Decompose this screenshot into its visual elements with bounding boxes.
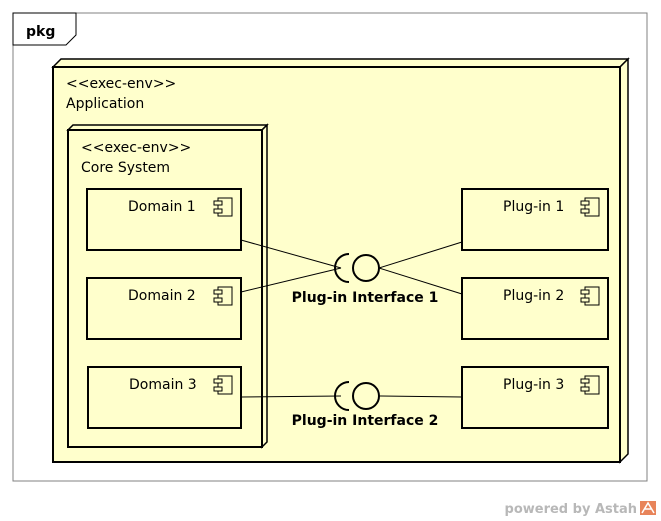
connector-domain2-interface1 [240, 267, 342, 293]
plugin-interface-2-label: Plug-in Interface 2 [292, 413, 439, 429]
connector-interface1-plugin1 [378, 241, 463, 269]
domain-1-component[interactable]: Domain 1 [86, 188, 242, 251]
powered-by-text: powered by Astah [505, 502, 637, 517]
plugin-interface-1-label: Plug-in Interface 1 [292, 290, 439, 306]
component-icon [213, 375, 233, 395]
connector-domain1-interface1 [240, 239, 342, 269]
plugin-2-component[interactable]: Plug-in 2 [461, 277, 609, 340]
frame-tab [12, 12, 77, 46]
component-icon [213, 197, 233, 217]
application-stereotype: <<exec-env>> [66, 76, 176, 92]
application-name: Application [66, 96, 144, 112]
plugin-interface-1[interactable]: Plug-in Interface 1 [292, 253, 439, 306]
socket-icon [334, 253, 350, 283]
component-icon [580, 197, 600, 217]
domain-2-component[interactable]: Domain 2 [86, 277, 242, 340]
core-system-stereotype: <<exec-env>> [81, 140, 191, 156]
core-system-name: Core System [81, 160, 170, 176]
connector-interface1-plugin2 [378, 267, 463, 295]
component-icon [580, 286, 600, 306]
astah-logo-icon [640, 501, 656, 515]
domain-3-component[interactable]: Domain 3 [87, 366, 242, 429]
plugin-1-component[interactable]: Plug-in 1 [461, 188, 609, 251]
ball-icon [352, 254, 380, 282]
connector-interface2-plugin3 [378, 395, 463, 398]
domain-2-label: Domain 2 [128, 288, 196, 304]
domain-1-label: Domain 1 [128, 199, 196, 215]
plugin-1-label: Plug-in 1 [503, 199, 564, 215]
socket-icon [334, 381, 350, 411]
component-icon [213, 286, 233, 306]
plugin-3-component[interactable]: Plug-in 3 [461, 366, 609, 429]
component-icon [580, 375, 600, 395]
ball-icon [352, 382, 380, 410]
frame-label: pkg [26, 24, 55, 40]
plugin-2-label: Plug-in 2 [503, 288, 564, 304]
domain-3-label: Domain 3 [129, 377, 197, 393]
connector-domain3-interface2 [240, 395, 342, 398]
plugin-interface-2[interactable]: Plug-in Interface 2 [292, 381, 439, 429]
plugin-3-label: Plug-in 3 [503, 377, 564, 393]
